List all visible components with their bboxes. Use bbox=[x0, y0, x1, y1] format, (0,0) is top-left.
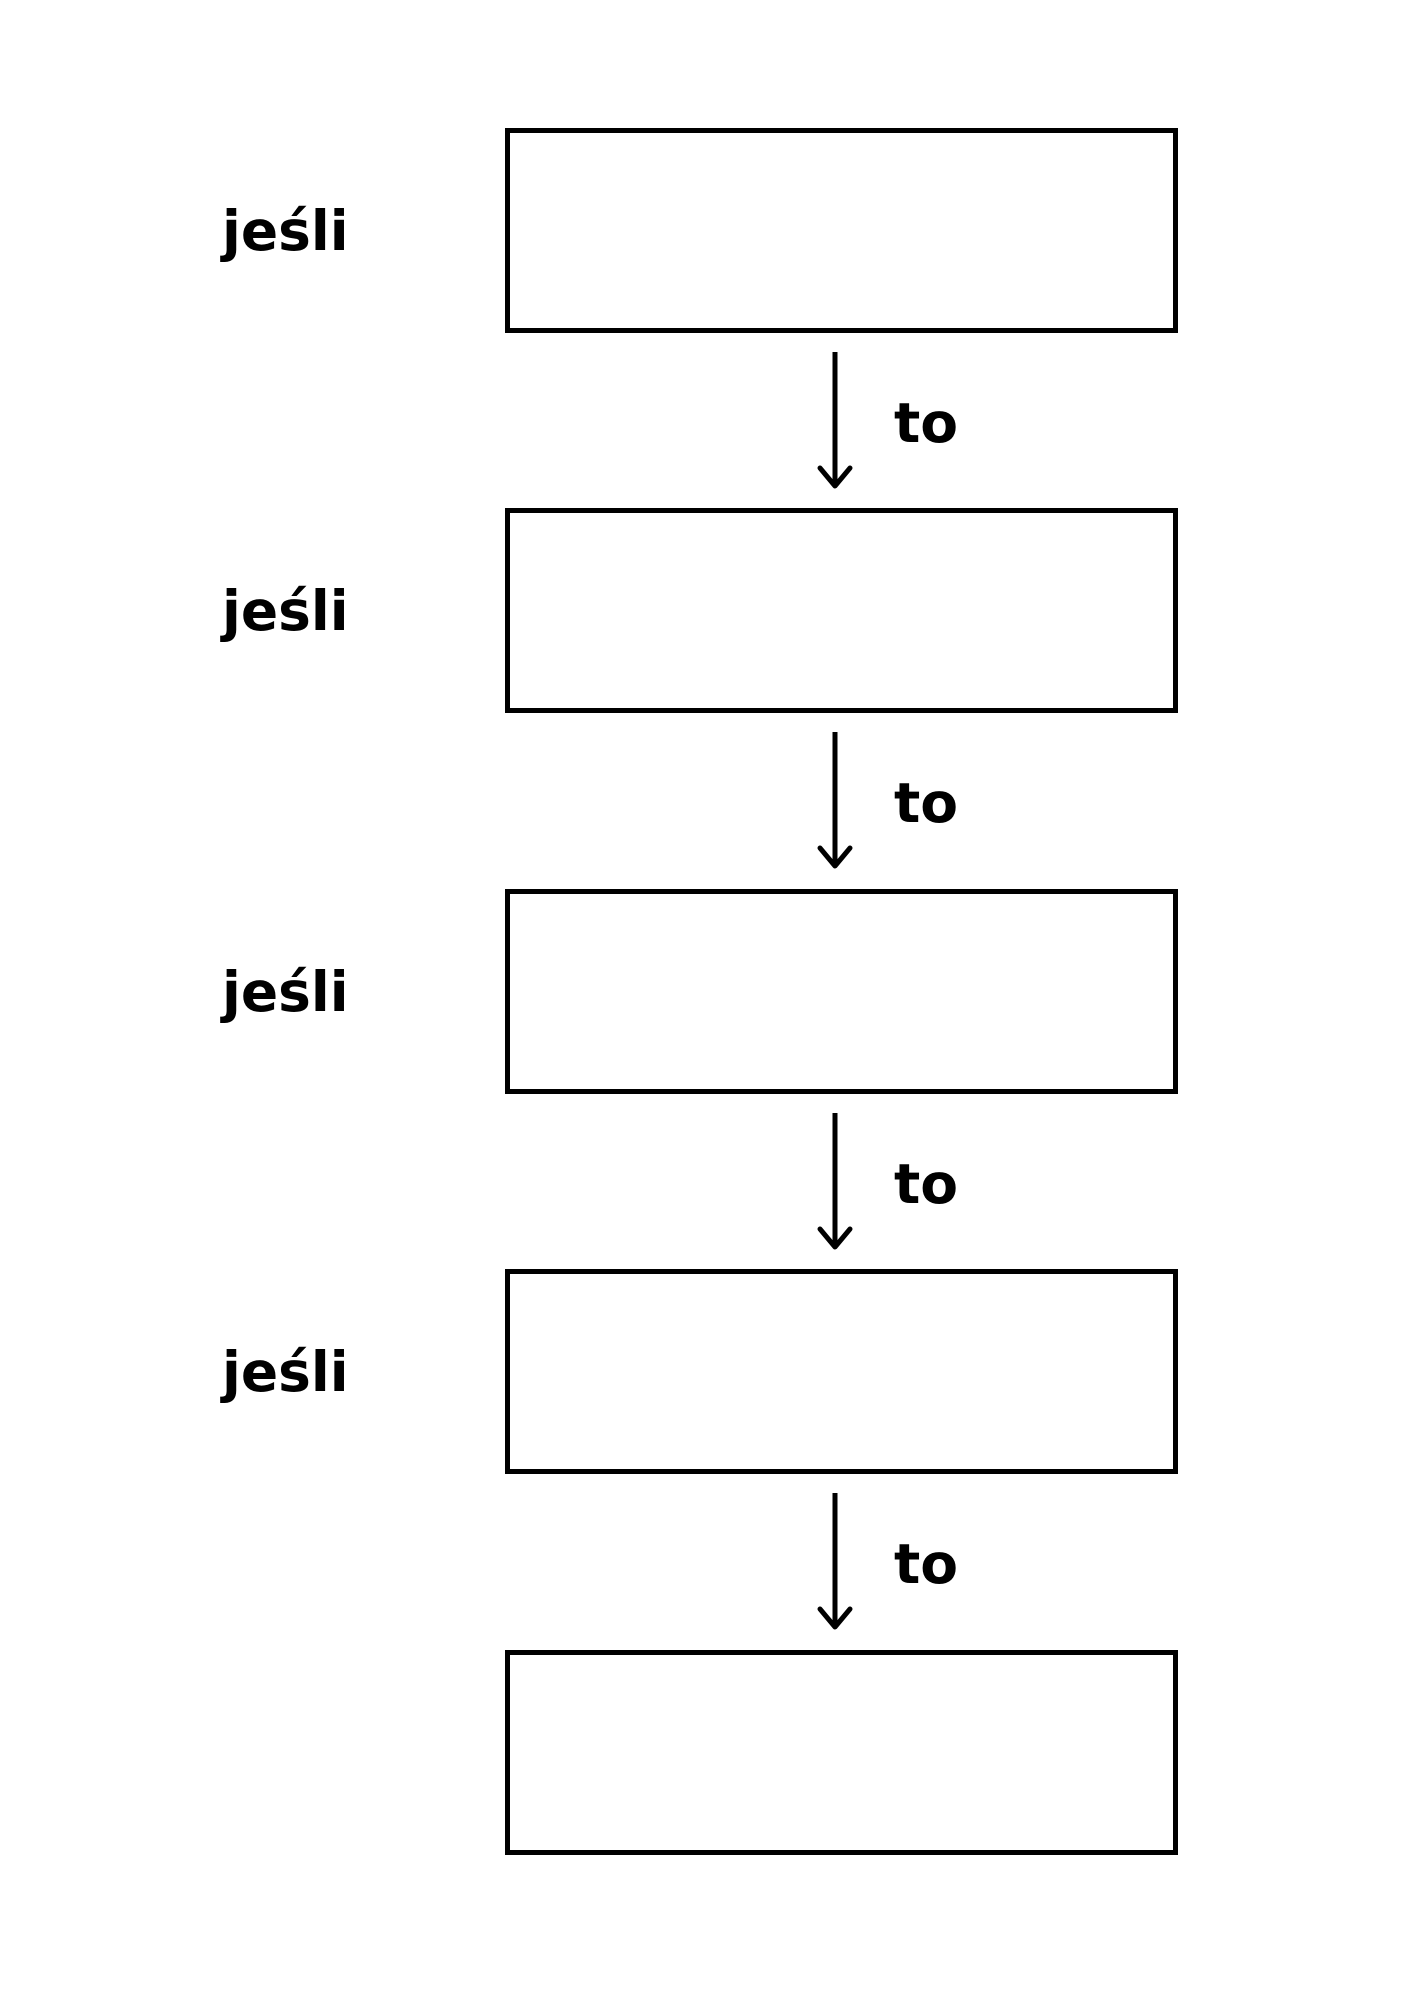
step-box-5[interactable] bbox=[505, 1650, 1178, 1855]
if-label-3: jeśli bbox=[222, 960, 349, 1024]
down-arrow-icon bbox=[817, 732, 853, 869]
then-label-1: to bbox=[894, 391, 959, 455]
then-label-4: to bbox=[894, 1532, 959, 1596]
if-label-1: jeśli bbox=[222, 199, 349, 263]
step-box-4[interactable] bbox=[505, 1269, 1178, 1474]
down-arrow-icon bbox=[817, 1493, 853, 1630]
step-box-3[interactable] bbox=[505, 889, 1178, 1094]
step-box-1[interactable] bbox=[505, 128, 1178, 333]
if-label-2: jeśli bbox=[222, 579, 349, 643]
if-label-4: jeśli bbox=[222, 1340, 349, 1404]
then-label-2: to bbox=[894, 771, 959, 835]
down-arrow-icon bbox=[817, 1113, 853, 1250]
down-arrow-icon bbox=[817, 352, 853, 489]
step-box-2[interactable] bbox=[505, 508, 1178, 713]
then-label-3: to bbox=[894, 1152, 959, 1216]
